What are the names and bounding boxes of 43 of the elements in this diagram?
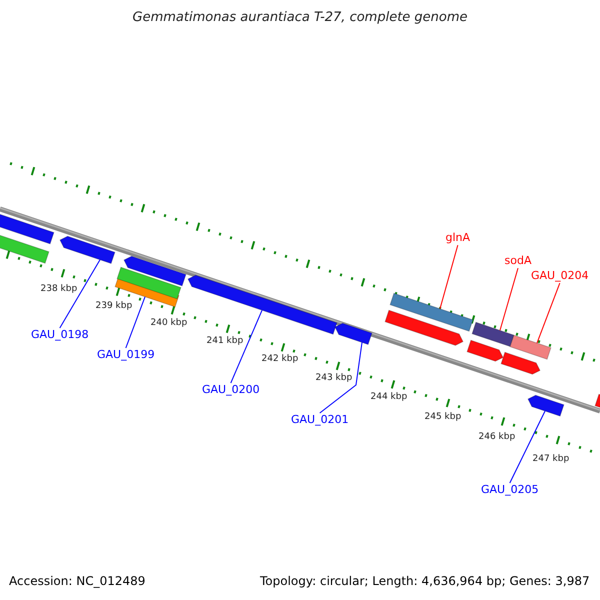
gene-label: GAU_0199 bbox=[97, 349, 155, 362]
scale-label: 241 kbp bbox=[206, 337, 244, 347]
gene-bar bbox=[510, 334, 552, 360]
gene-bar bbox=[466, 340, 504, 362]
scale-label: 243 kbp bbox=[316, 374, 352, 384]
scale-label: 244 kbp bbox=[370, 393, 408, 403]
footer-text: Topology: circular; Length: 4,636,964 bp; Genes: 3,987 bbox=[260, 574, 590, 588]
gene-label: sodA bbox=[504, 255, 532, 268]
gene-bar bbox=[0, 234, 50, 264]
gene-label: GAU_0200 bbox=[202, 384, 260, 396]
scale-label: 239 kbp bbox=[96, 302, 132, 312]
leader-line bbox=[230, 310, 262, 384]
leader-line bbox=[536, 282, 560, 344]
gene-bar bbox=[472, 322, 514, 347]
scale-label: 242 kbp bbox=[262, 355, 298, 365]
title: Gemmatimonas aurantiaca T-27, complete genome bbox=[132, 11, 468, 26]
gene-bar bbox=[187, 274, 338, 335]
gene-bar bbox=[527, 394, 564, 417]
gene-bar bbox=[500, 352, 541, 375]
gene-bar bbox=[594, 394, 600, 410]
gene-bar bbox=[390, 292, 474, 332]
leader-line bbox=[59, 259, 100, 328]
gene-bar bbox=[0, 212, 54, 244]
gene-label: GAU_0204 bbox=[531, 270, 589, 282]
leader-line bbox=[500, 268, 518, 331]
gene-label: GAU_0198 bbox=[31, 329, 89, 342]
gene-label: GAU_0201 bbox=[291, 414, 349, 426]
gene-bar bbox=[59, 236, 116, 264]
gene-bar bbox=[123, 256, 186, 286]
scale-label: 247 kbp bbox=[532, 455, 570, 465]
scale-label: 246 kbp bbox=[478, 433, 516, 443]
scale-label: 240 kbp bbox=[150, 319, 188, 329]
leader-line bbox=[509, 410, 546, 484]
scale-label: 245 kbp bbox=[424, 413, 462, 423]
gene-label: GAU_0205 bbox=[481, 484, 539, 496]
leader-line bbox=[319, 342, 362, 414]
scale-label: 238 kbp bbox=[40, 285, 78, 295]
gene-bar bbox=[334, 322, 372, 345]
gene-bar bbox=[384, 310, 464, 346]
gene-label: glnA bbox=[446, 232, 470, 244]
leader-line bbox=[440, 244, 458, 310]
footer-text: Accession: NC_012489 bbox=[9, 574, 146, 588]
gene-bar bbox=[116, 266, 182, 300]
